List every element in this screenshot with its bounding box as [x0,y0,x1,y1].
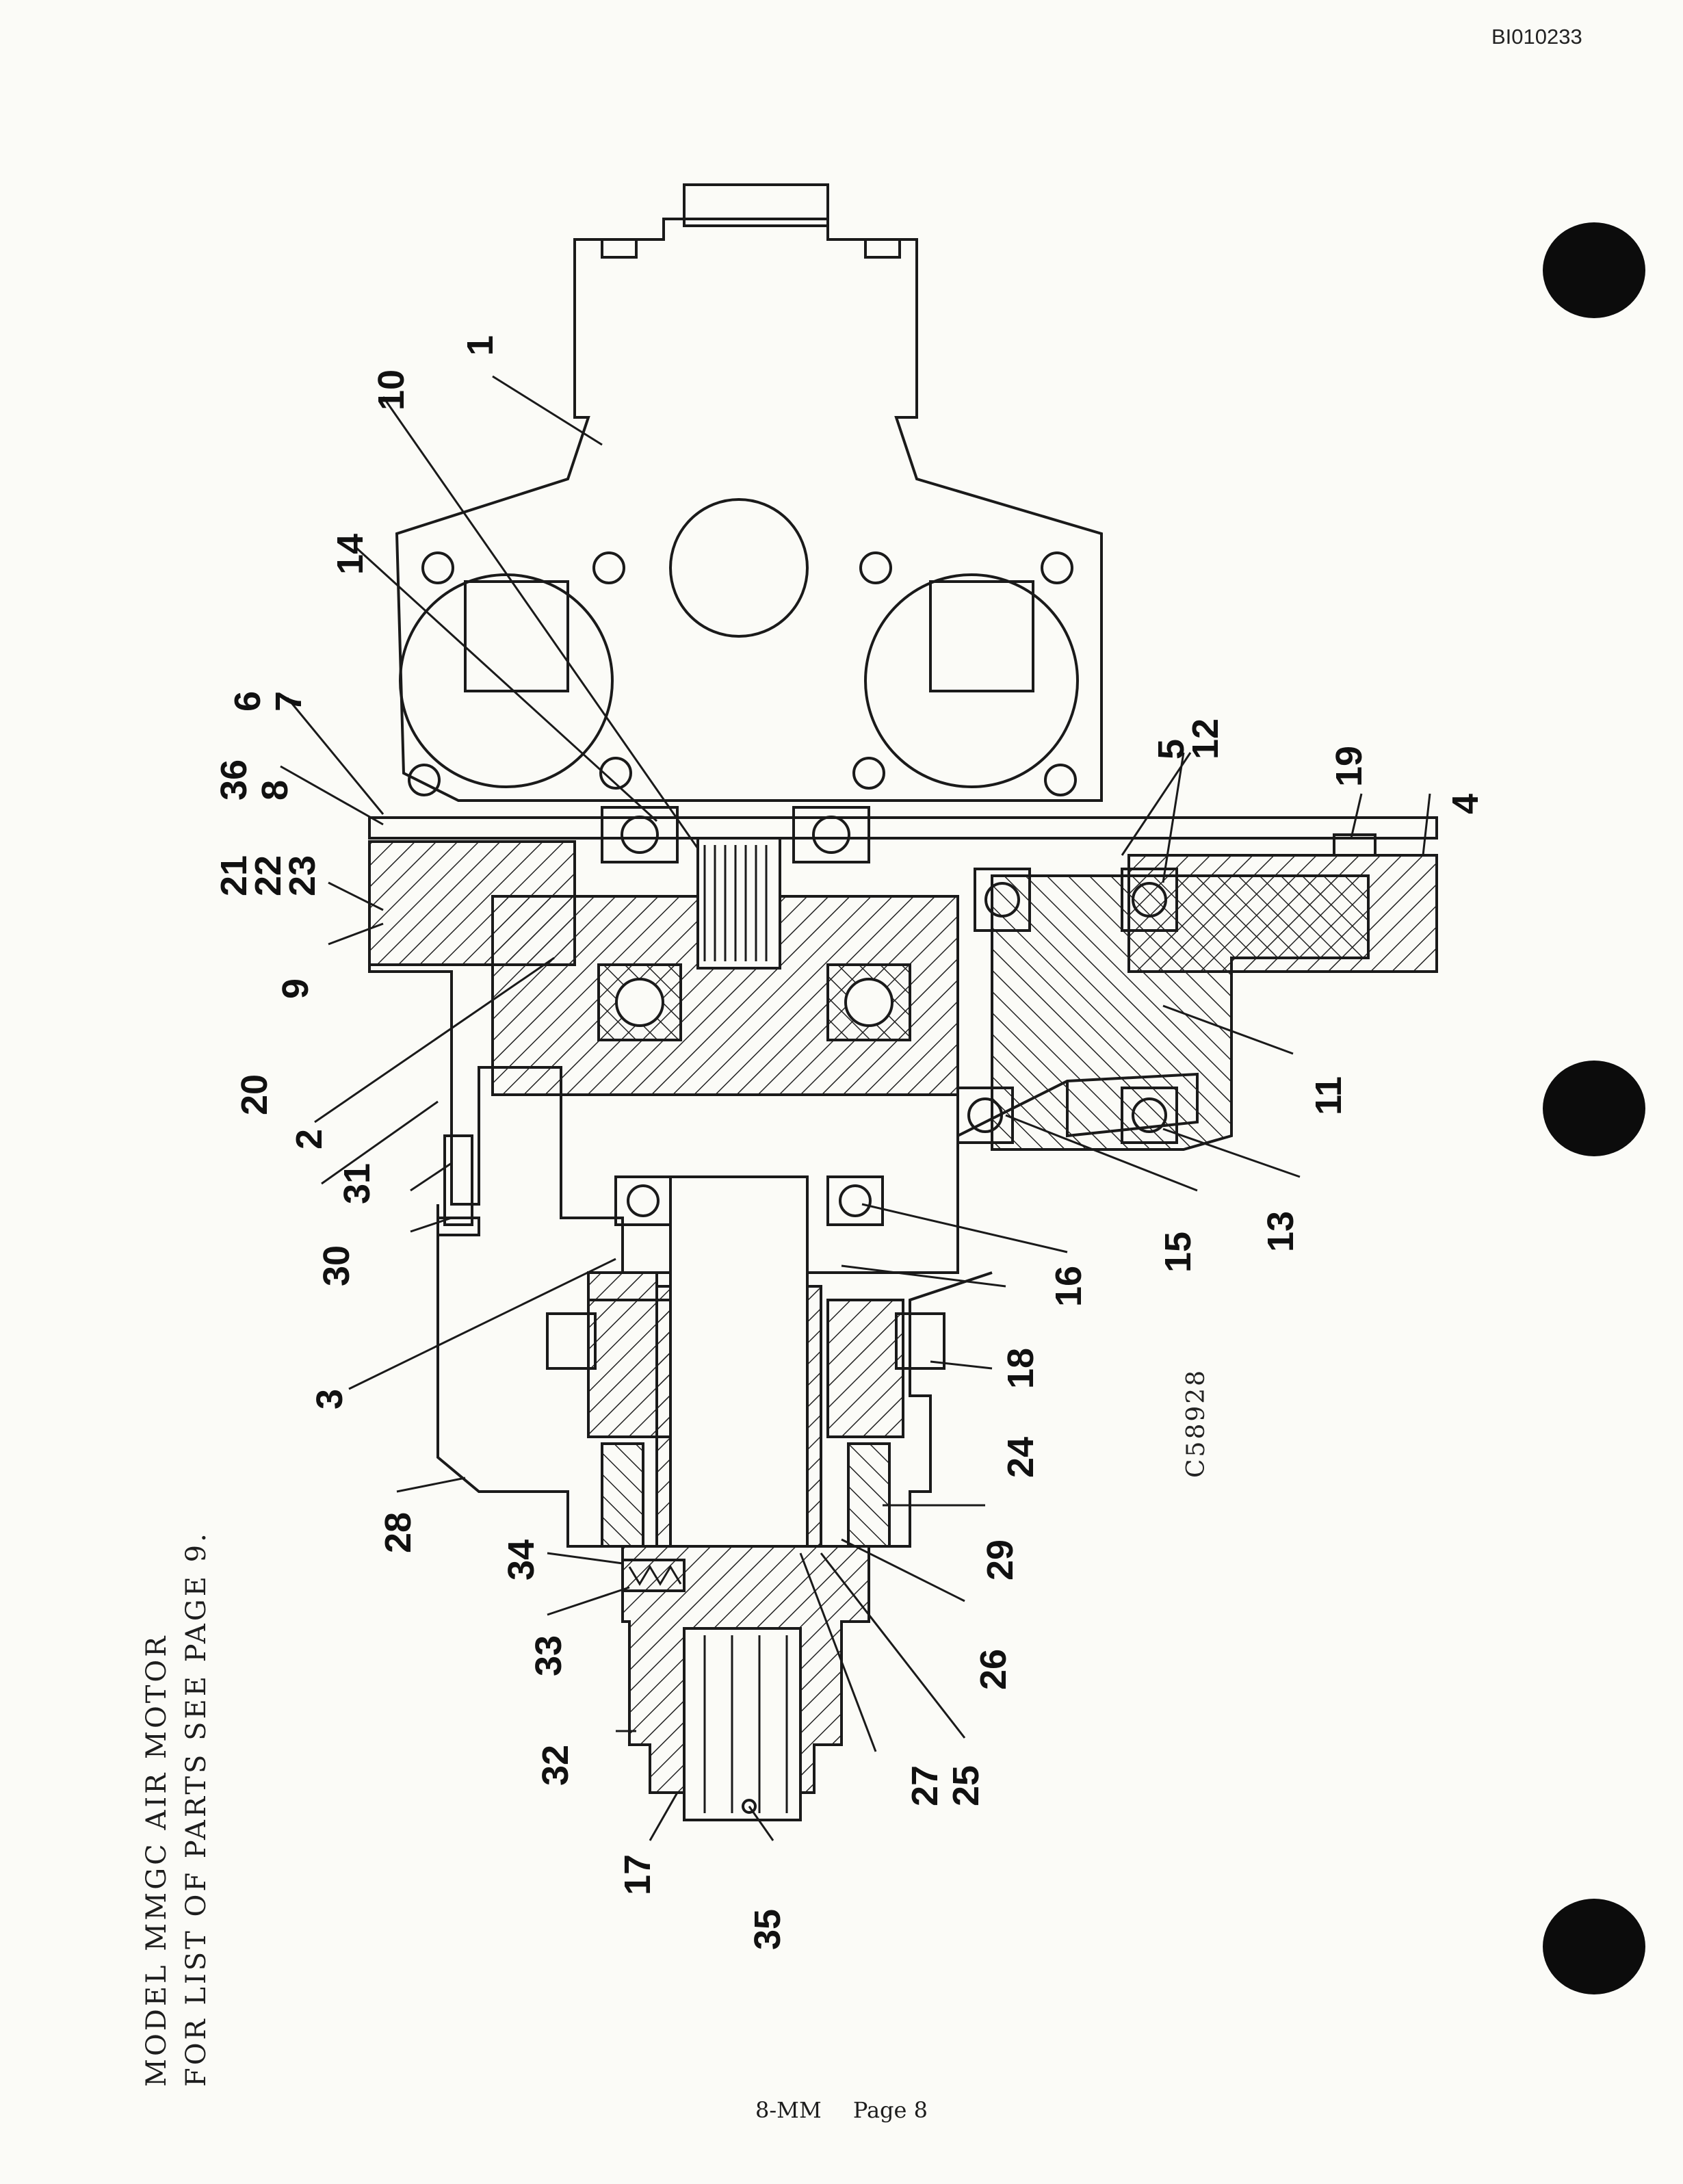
callout-4: 4 [1445,794,1486,814]
callout-30: 30 [316,1245,357,1286]
callout-21: 21 [213,855,255,896]
page-id: BI010233 [1491,25,1582,49]
punch-hole-top [1543,222,1645,318]
callout-8: 8 [255,780,296,801]
callout-11: 11 [1308,1076,1349,1115]
punch-hole-middle [1543,1061,1645,1156]
spline-shaft-end [683,1627,802,1821]
callout-24: 24 [1000,1437,1041,1478]
callout-12: 12 [1185,718,1226,759]
callout-34: 34 [501,1539,542,1581]
page-footer: 8-MM Page 8 [0,2097,1683,2123]
footer-doc: 8-MM [755,2097,822,2123]
bolt-19 [1333,833,1377,857]
callout-28: 28 [378,1512,419,1553]
motor-housing-top [395,185,1103,802]
callout-16: 16 [1048,1266,1089,1307]
callout-29: 29 [980,1539,1021,1581]
caption-line-2: FOR LIST OF PARTS SEE PAGE 9. [181,1531,212,2087]
callout-27: 27 [904,1765,945,1806]
bearings [597,806,1178,1226]
flange-ear-left [546,1312,597,1370]
callout-31: 31 [337,1163,378,1204]
callout-20: 20 [234,1074,275,1115]
callout-35: 35 [747,1909,788,1950]
housing-bolts [408,238,1077,796]
drawing-number: C58928 [1182,1368,1210,1478]
callout-1: 1 [460,335,501,356]
callout-36: 36 [213,759,255,801]
shaft-sleeve-right [806,1285,822,1548]
footer-page: Page 8 [852,2097,928,2123]
lower-housing [436,1204,993,1548]
callouts: 1 10 14 6 7 36 8 21 22 23 9 20 2 31 30 3… [213,335,1486,1950]
flange-ear-right [895,1312,945,1370]
bolt-30 [443,1134,473,1226]
caption-line-1: MODEL MMGC AIR MOTOR [141,1633,172,2087]
callout-2: 2 [289,1129,330,1149]
callout-18: 18 [1000,1348,1041,1389]
housing-port [669,498,809,638]
callout-3: 3 [309,1389,350,1409]
callout-7: 7 [268,691,309,712]
spring-plug [621,1559,686,1592]
leader-lines [280,375,1431,1841]
top-cap [683,183,829,227]
callout-9: 9 [275,978,316,999]
callout-13: 13 [1260,1211,1301,1252]
callout-33: 33 [528,1635,569,1676]
callout-26: 26 [973,1649,1014,1690]
callout-22: 22 [248,855,289,896]
callout-25: 25 [945,1765,987,1806]
callout-19: 19 [1329,746,1370,787]
callout-17: 17 [617,1854,658,1895]
callout-32: 32 [535,1745,576,1786]
callout-15: 15 [1158,1232,1199,1273]
drive-shaft [669,1175,809,1548]
callout-23: 23 [282,855,323,896]
output-hub [587,1271,658,1301]
shaft-sleeve-left [655,1285,672,1548]
callout-5: 5 [1151,739,1192,759]
cylinder-right [864,573,1079,788]
punch-hole-bottom [1543,1899,1645,1994]
flange-plate [368,816,1438,840]
callout-14: 14 [330,534,371,575]
callout-10: 10 [371,369,412,411]
callout-6: 6 [227,691,268,712]
splined-shaft-inner [696,837,781,970]
